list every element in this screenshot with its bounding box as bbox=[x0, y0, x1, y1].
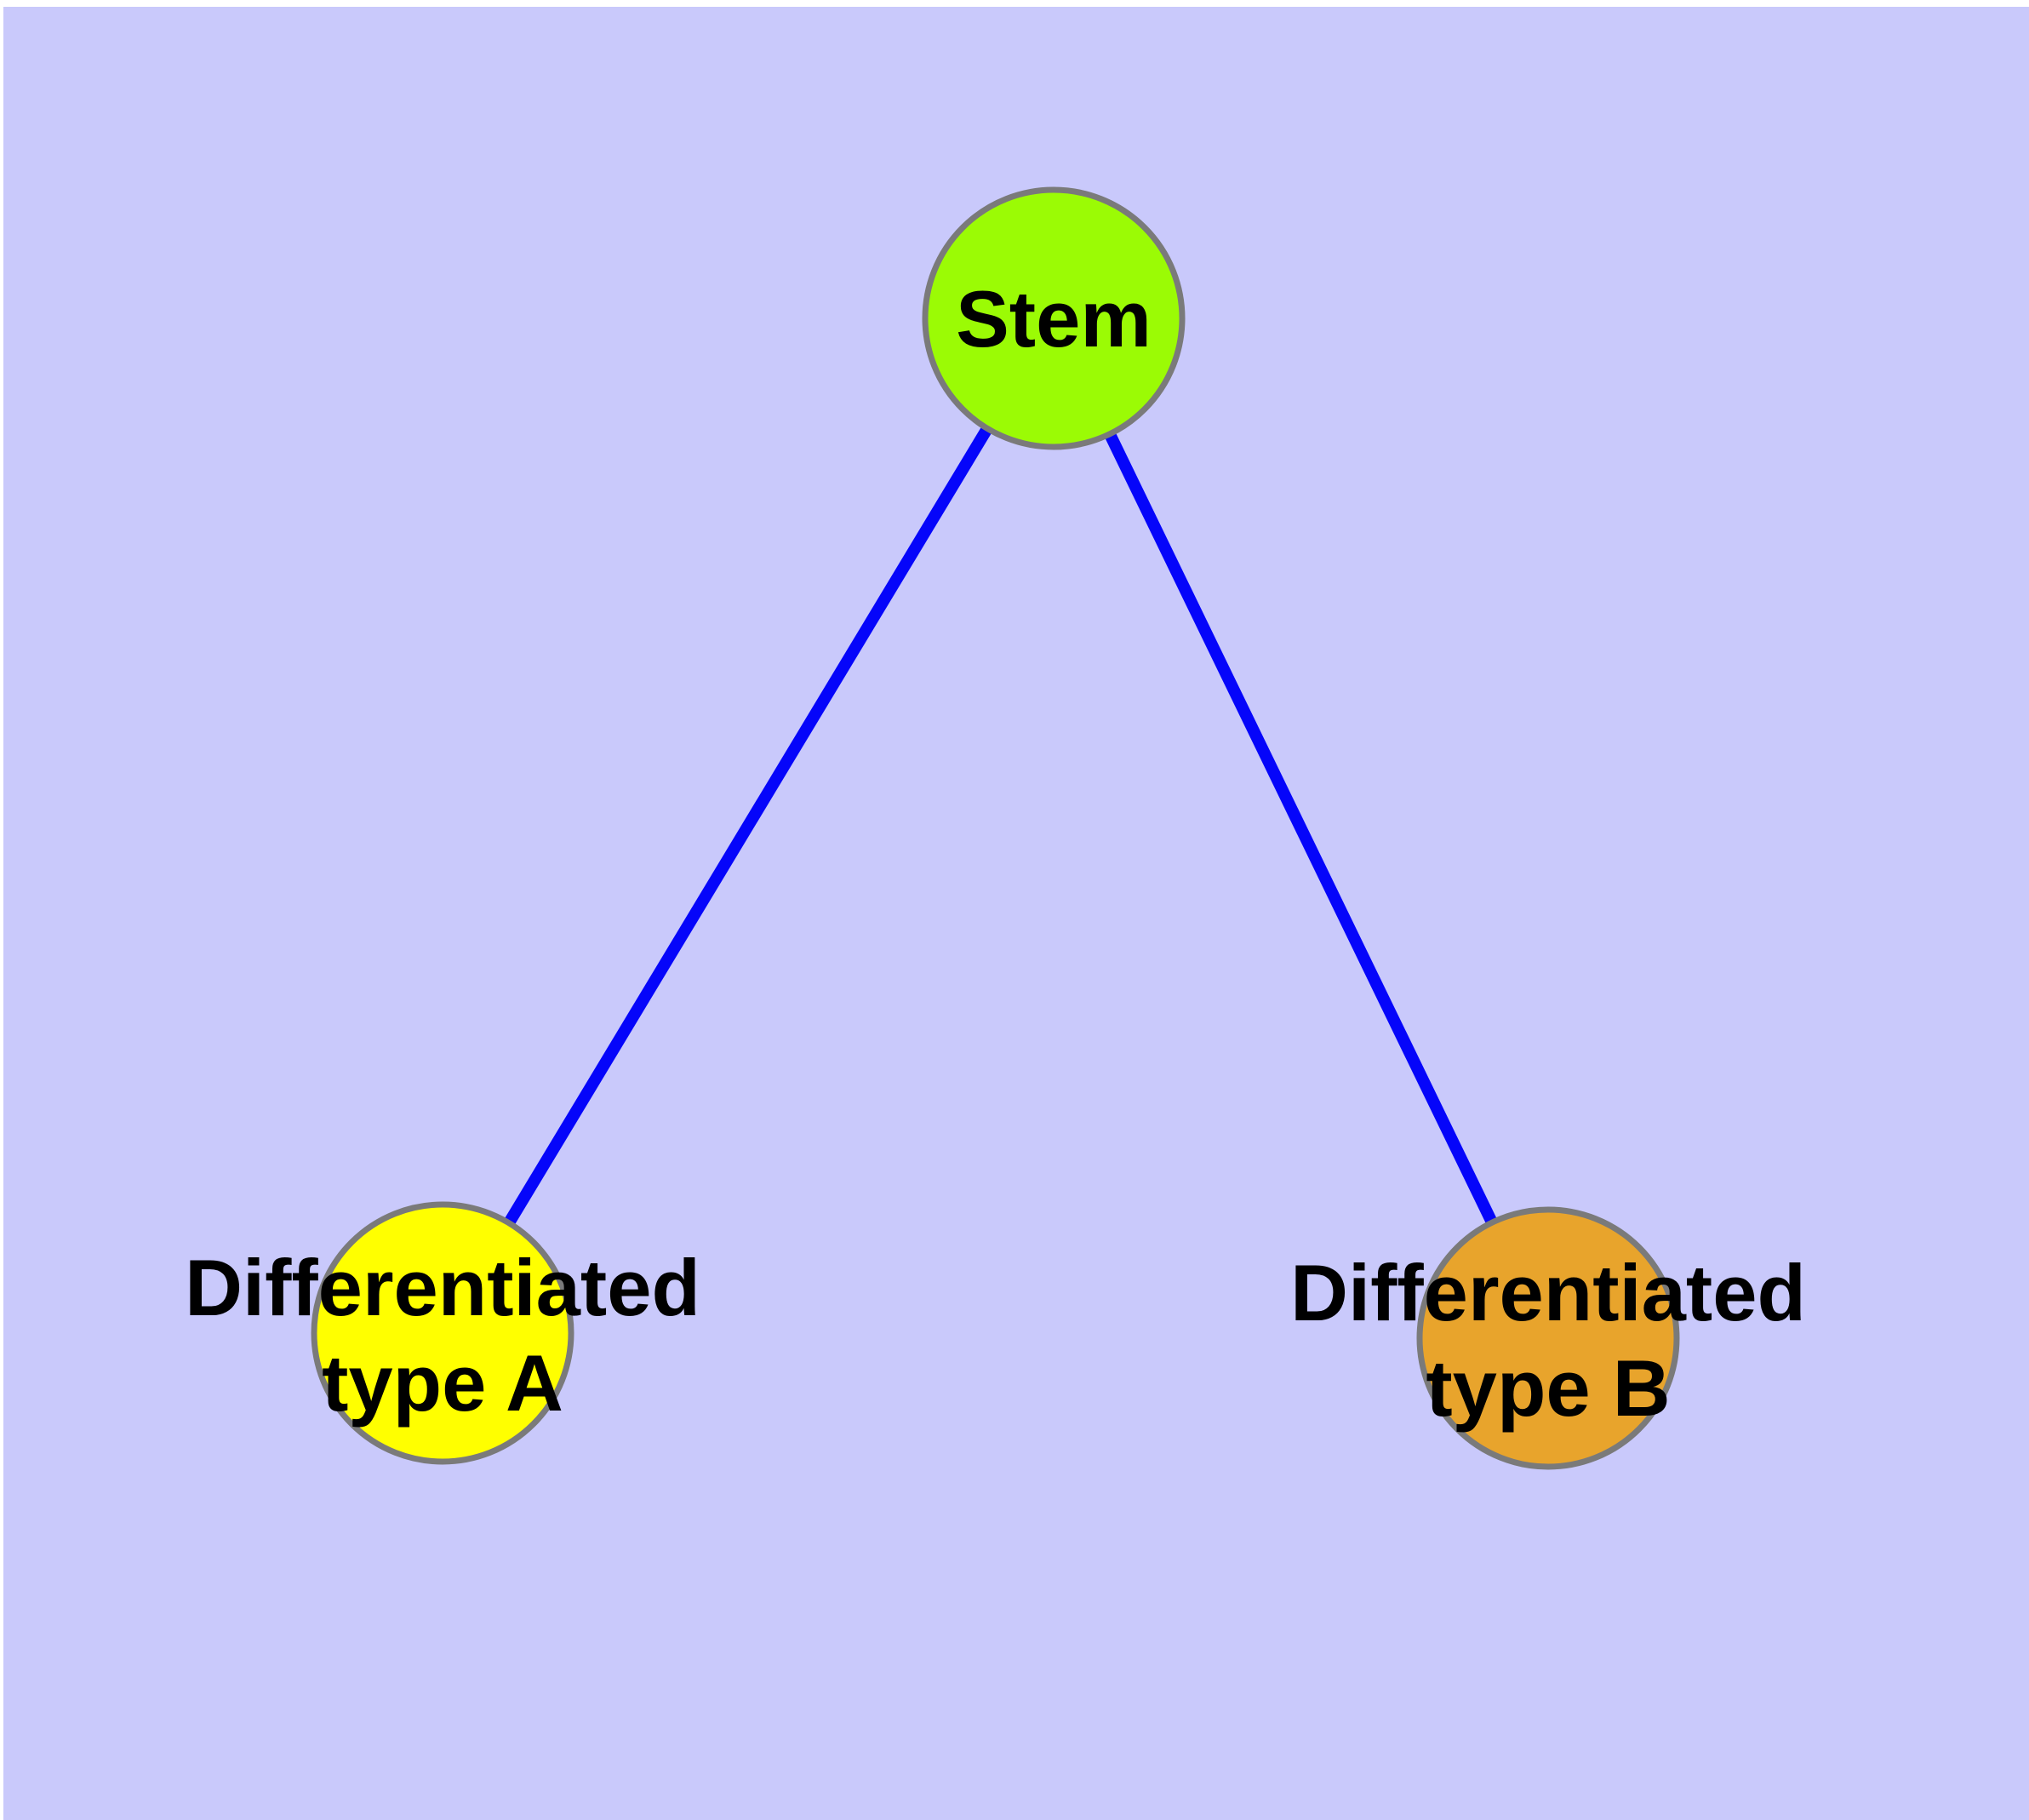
node-type-b-label-line2: type B bbox=[1426, 1343, 1670, 1433]
node-type-a-label-line2: type A bbox=[322, 1338, 563, 1428]
edge-stem-to-type-b bbox=[1048, 315, 1554, 1342]
node-type-a bbox=[311, 1201, 574, 1465]
node-stem bbox=[922, 186, 1186, 450]
node-type-b-label-line1: Differentiated bbox=[1290, 1248, 1806, 1337]
node-type-b bbox=[1416, 1206, 1680, 1470]
node-type-a-label-line1: Differentiated bbox=[185, 1243, 700, 1332]
node-stem-label: Stem bbox=[956, 274, 1152, 363]
edge-stem-to-type-a bbox=[437, 315, 1059, 1336]
